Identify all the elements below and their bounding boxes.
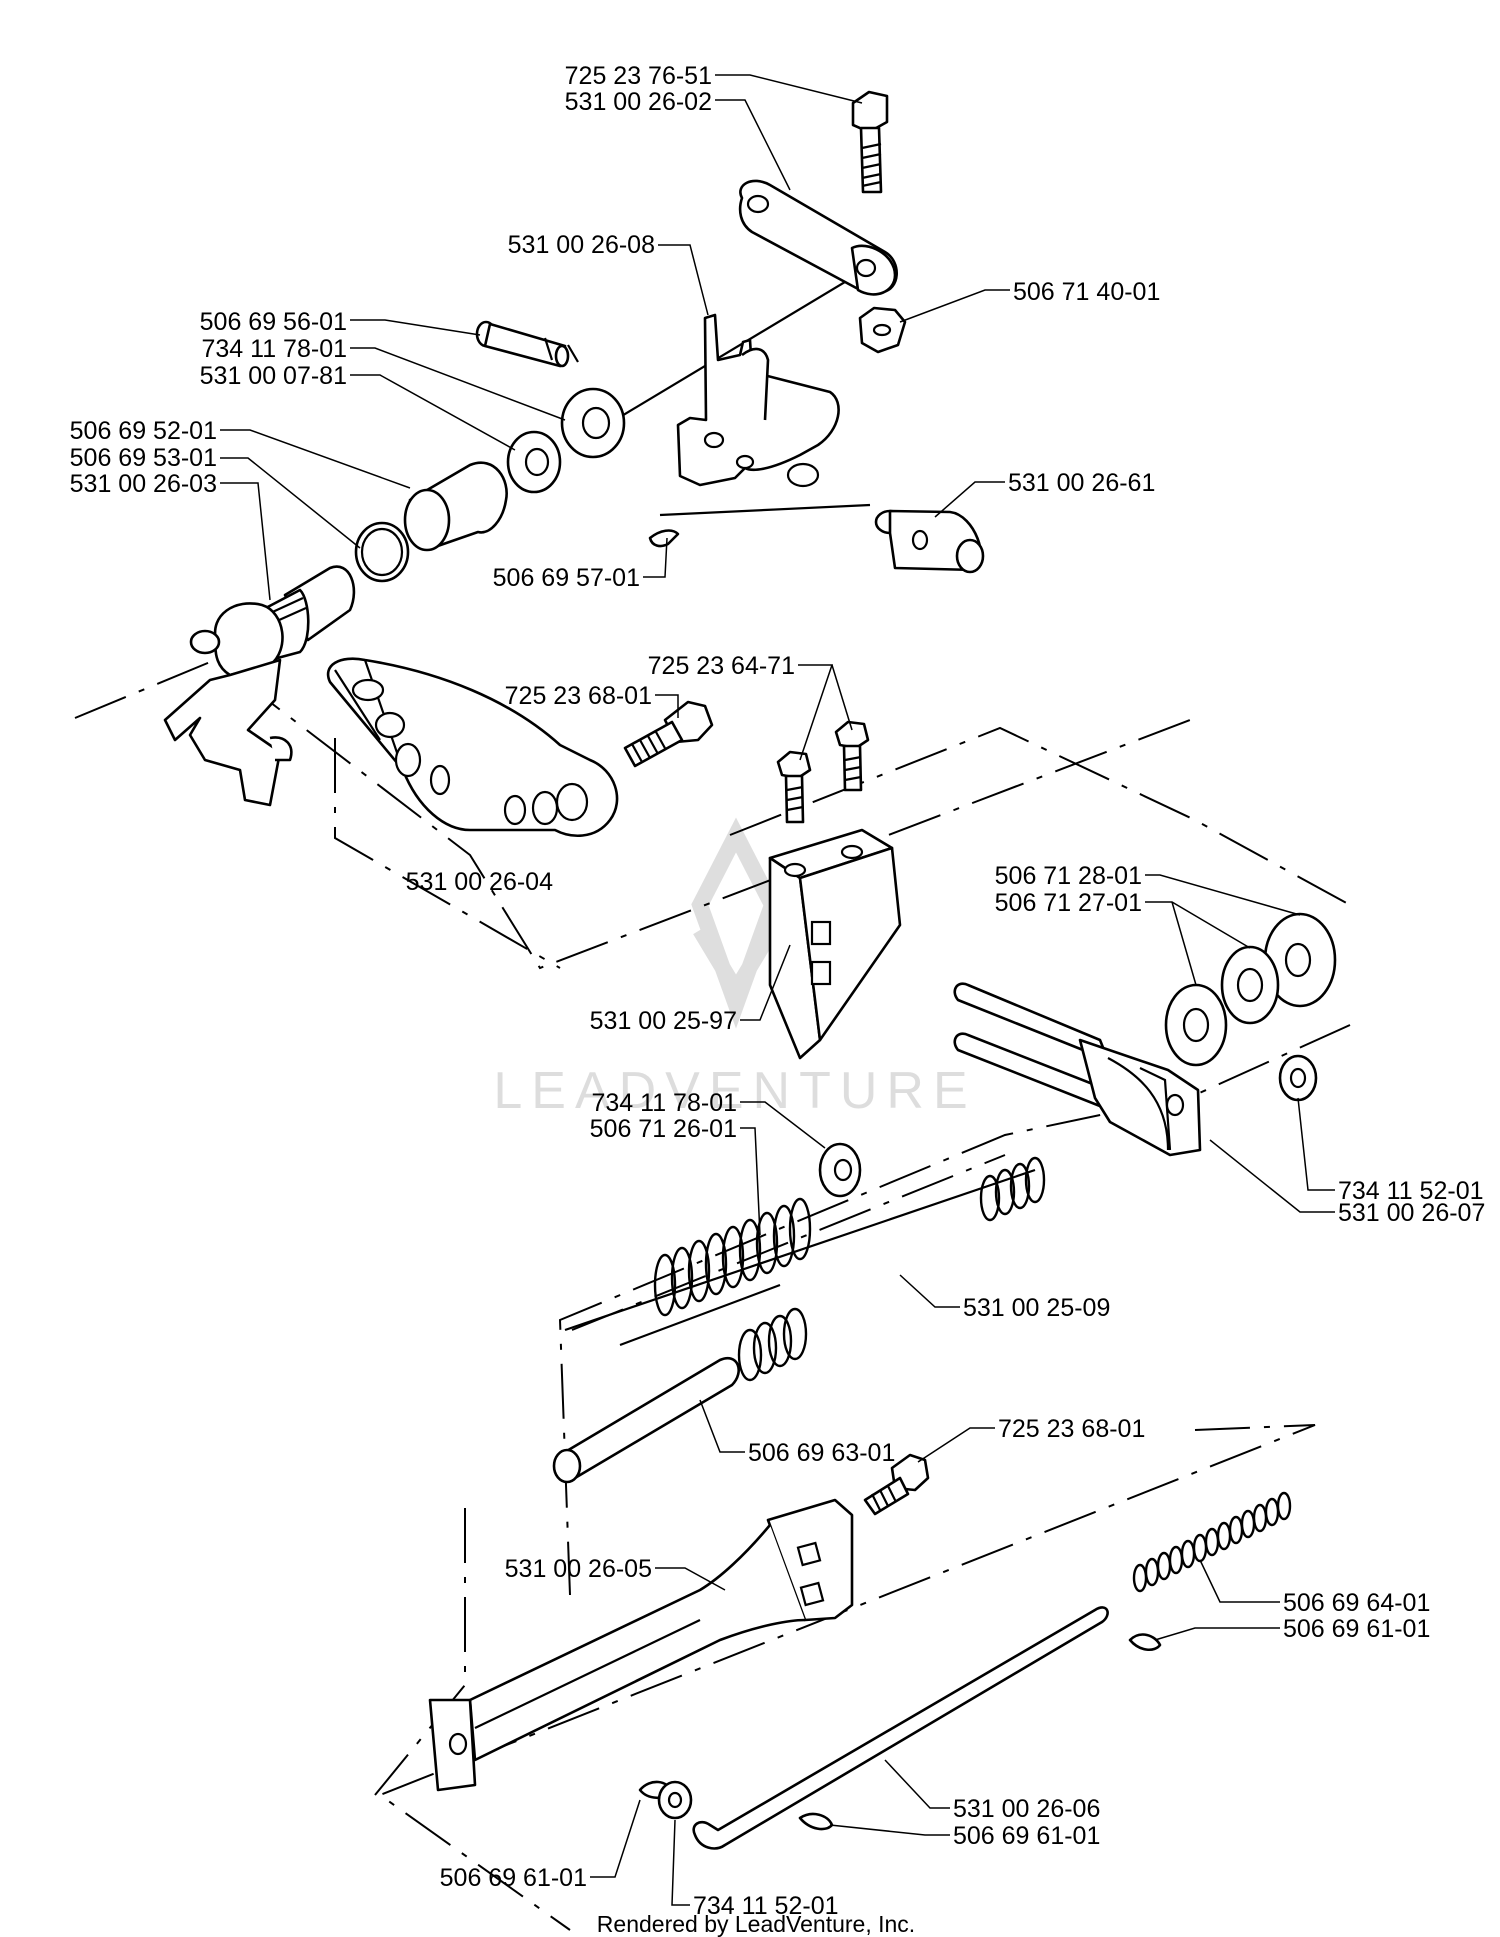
callout-506-69-56-01: 506 69 56-01 (200, 308, 347, 336)
callout-734-11-78-01-mid: 734 11 78-01 (592, 1089, 738, 1117)
callout-506-69-57-01: 506 69 57-01 (493, 564, 640, 592)
callout-725-23-68-01-upper: 725 23 68-01 (505, 682, 652, 710)
washer-734-11-78-01-mid (818, 1142, 862, 1198)
watermark-text: LEADVENTURE (493, 1062, 976, 1120)
bolt-725-23-68-01-lower (863, 1453, 930, 1516)
spring-506-69-64-01 (1132, 1491, 1292, 1593)
flange-nut-506-71-40-01 (858, 306, 907, 354)
washer-506-71-28-01 (1263, 912, 1337, 1008)
pin-506-69-56-01 (475, 320, 579, 368)
callout-734-11-52-01-right: 734 11 52-01 (1338, 1177, 1484, 1205)
bushing-506-69-52-01 (403, 461, 508, 552)
callout-531-00-26-06: 531 00 26-06 (953, 1795, 1100, 1823)
callout-531-00-26-07: 531 00 26-07 (1338, 1199, 1485, 1227)
callout-531-00-26-03: 531 00 26-03 (70, 470, 217, 498)
cam-assembly-531-00-26-03 (163, 565, 356, 807)
callout-725-23-76-51: 725 23 76-51 (565, 62, 712, 90)
slotted-bracket-531-00-26-07 (953, 982, 1202, 1157)
callout-531-00-25-09: 531 00 25-09 (963, 1294, 1110, 1322)
callout-531-00-26-04: 531 00 26-04 (406, 868, 553, 896)
callout-506-69-61-01-right: 506 69 61-01 (1283, 1615, 1430, 1643)
callout-734-11-52-01-lower: 734 11 52-01 (693, 1892, 839, 1920)
clip-506-69-57-01 (648, 529, 680, 548)
lever-531-00-26-05 (428, 1498, 854, 1792)
curved-arm-531-00-26-04 (326, 657, 619, 838)
washer-506-71-27-01-b (1164, 983, 1228, 1067)
washer-506-71-27-01-a (1220, 945, 1280, 1025)
bolt-725-23-64-71-right (834, 720, 870, 792)
spring-531-00-25-09-upper (979, 1156, 1046, 1222)
rod-506-69-63-01 (552, 1356, 740, 1484)
callout-506-71-28-01: 506 71 28-01 (995, 862, 1142, 890)
callout-506-71-26-01: 506 71 26-01 (590, 1115, 737, 1143)
credit-text: Rendered by LeadVenture, Inc. (597, 1911, 915, 1937)
washer-734-11-52-01-right (1278, 1054, 1318, 1102)
washer-734-11-78-01 (560, 387, 626, 459)
leader-lines (220, 74, 1335, 1906)
callout-506-69-52-01: 506 69 52-01 (70, 417, 217, 445)
callout-506-69-61-01-mid: 506 69 61-01 (953, 1822, 1100, 1850)
callout-506-69-61-01-left: 506 69 61-01 (440, 1864, 587, 1892)
callout-531-00-26-61: 531 00 26-61 (1008, 469, 1155, 497)
callout-531-00-26-08: 531 00 26-08 (508, 231, 655, 259)
callout-506-71-27-01: 506 71 27-01 (995, 889, 1142, 917)
callout-725-23-64-71: 725 23 64-71 (648, 652, 795, 680)
bracket-531-00-25-97 (768, 828, 902, 1060)
link-plate-531-00-26-02 (738, 179, 898, 296)
bolt-725-23-64-71-left (776, 750, 812, 824)
lever-531-00-26-08 (676, 313, 840, 488)
callout-531-00-25-97: 531 00 25-97 (590, 1007, 737, 1035)
spring-531-00-25-09-lower (737, 1307, 808, 1382)
bolt-725-23-76-51 (851, 90, 889, 194)
callout-506-69-53-01: 506 69 53-01 (70, 444, 217, 472)
callout-531-00-26-02: 531 00 26-02 (565, 88, 712, 116)
callout-734-11-78-01-top: 734 11 78-01 (202, 335, 348, 363)
assembly-lines (74, 254, 1351, 1931)
o-ring-506-69-53-01 (354, 521, 410, 583)
washer-734-11-52-01-lower (657, 1780, 693, 1820)
callout-labels: 725 23 76-51 531 00 26-02 531 00 26-08 5… (70, 62, 1486, 1920)
rod-531-00-26-06 (692, 1606, 1109, 1850)
callout-531-00-26-05: 531 00 26-05 (505, 1555, 652, 1583)
bolt-725-23-68-01-upper (623, 700, 714, 768)
callout-506-69-64-01: 506 69 64-01 (1283, 1589, 1430, 1617)
callout-506-71-40-01: 506 71 40-01 (1013, 278, 1160, 306)
cotter-pin-506-69-61-01-right (1128, 1633, 1162, 1651)
washer-531-00-07-81 (506, 430, 562, 494)
cotter-pin-506-69-61-01-mid (798, 1812, 834, 1831)
watermark: LEADVENTURE (493, 817, 976, 1120)
callout-506-69-63-01: 506 69 63-01 (748, 1439, 895, 1467)
callout-725-23-68-01-lower: 725 23 68-01 (998, 1415, 1145, 1443)
callout-531-00-07-81: 531 00 07-81 (200, 362, 347, 390)
watermark-logo-icon (691, 817, 781, 1029)
spring-506-71-26-01 (653, 1197, 812, 1317)
pin-531-00-26-61 (874, 509, 985, 574)
